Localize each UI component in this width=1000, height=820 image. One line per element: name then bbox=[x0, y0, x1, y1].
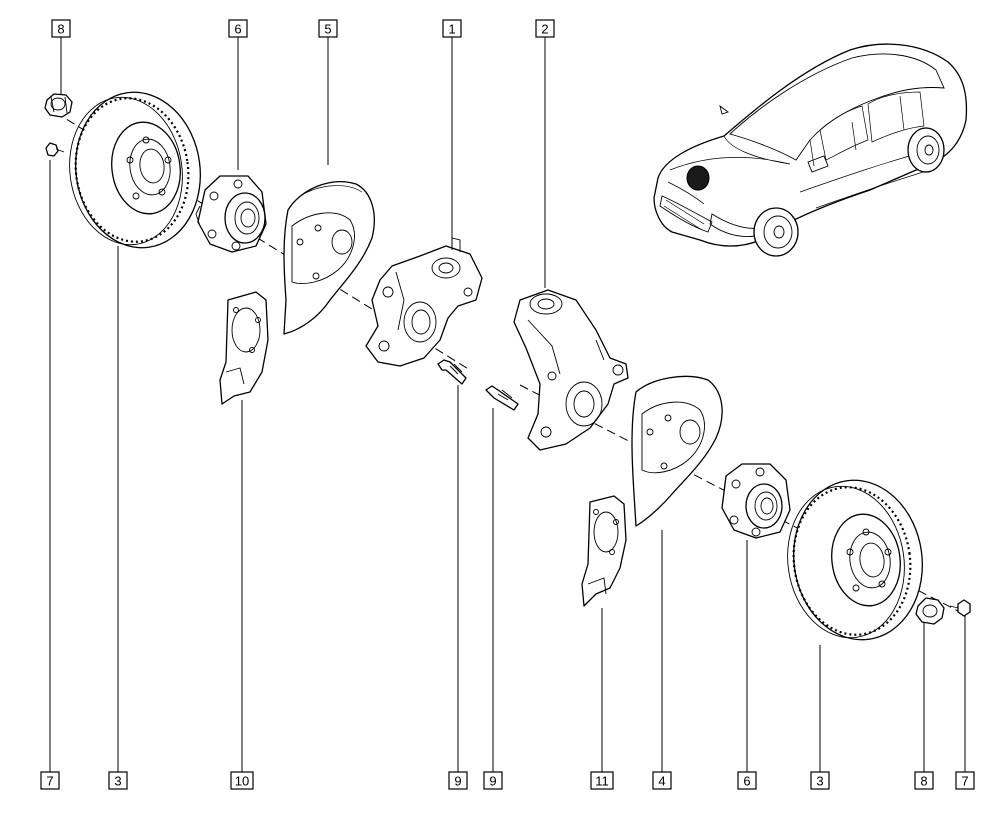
callout-7-bottom-right: 7 bbox=[955, 771, 975, 790]
callout-label: 4 bbox=[658, 774, 665, 789]
callout-5-top: 5 bbox=[318, 19, 338, 38]
disc-screw-right bbox=[949, 599, 971, 617]
shield-plate-left bbox=[219, 291, 269, 405]
top-callouts: 8 6 5 1 2 bbox=[51, 19, 555, 38]
callout-label: 8 bbox=[57, 22, 64, 37]
callout-label: 9 bbox=[489, 774, 496, 789]
hub-nut-left bbox=[44, 93, 73, 118]
shield-plate-right bbox=[581, 495, 627, 607]
callout-label: 5 bbox=[324, 22, 331, 37]
disc-screw-left bbox=[45, 142, 65, 157]
callout-11-bottom: 11 bbox=[590, 771, 614, 790]
callout-label: 6 bbox=[234, 22, 241, 37]
callout-4-bottom: 4 bbox=[652, 771, 672, 790]
steering-knuckle-left bbox=[365, 237, 483, 367]
callout-8-bottom: 8 bbox=[914, 771, 934, 790]
callout-9-bottom-left: 9 bbox=[448, 771, 468, 790]
brake-disc-right bbox=[787, 479, 923, 641]
callout-label: 10 bbox=[235, 774, 249, 789]
callout-label: 2 bbox=[541, 22, 548, 37]
callout-6-bottom: 6 bbox=[737, 771, 757, 790]
hub-bearing-right bbox=[721, 463, 791, 539]
callout-label: 9 bbox=[454, 774, 461, 789]
bottom-callouts: 7 3 10 9 9 11 4 6 bbox=[40, 771, 975, 790]
knuckle-bolt-right bbox=[485, 385, 519, 411]
callout-1-top: 1 bbox=[442, 19, 462, 38]
leader-lines bbox=[49, 37, 966, 772]
dust-shield-left bbox=[283, 181, 375, 335]
brake-disc-left bbox=[69, 91, 201, 249]
callout-label: 3 bbox=[114, 774, 121, 789]
callout-label: 11 bbox=[595, 774, 609, 789]
callout-8-top: 8 bbox=[51, 19, 71, 38]
vehicle-location-illustration bbox=[653, 43, 968, 257]
callout-label: 3 bbox=[816, 774, 823, 789]
callout-6-top: 6 bbox=[228, 19, 248, 38]
callout-3-bottom-right: 3 bbox=[810, 771, 830, 790]
callout-10-bottom: 10 bbox=[230, 771, 254, 790]
callout-label: 7 bbox=[46, 774, 53, 789]
location-marker bbox=[686, 165, 710, 191]
callout-9-bottom-right: 9 bbox=[483, 771, 503, 790]
callout-label: 1 bbox=[448, 22, 455, 37]
callout-7-bottom-left: 7 bbox=[40, 771, 60, 790]
callout-3-bottom-left: 3 bbox=[108, 771, 128, 790]
callout-label: 6 bbox=[743, 774, 750, 789]
callout-label: 8 bbox=[920, 774, 927, 789]
hub-bearing-left bbox=[195, 175, 267, 253]
steering-knuckle-right bbox=[513, 289, 629, 451]
knuckle-bolt-left bbox=[437, 359, 467, 385]
dust-shield-right bbox=[631, 375, 723, 527]
hub-nut-right bbox=[915, 597, 945, 625]
callout-2-top: 2 bbox=[535, 19, 555, 38]
callout-label: 7 bbox=[961, 774, 968, 789]
